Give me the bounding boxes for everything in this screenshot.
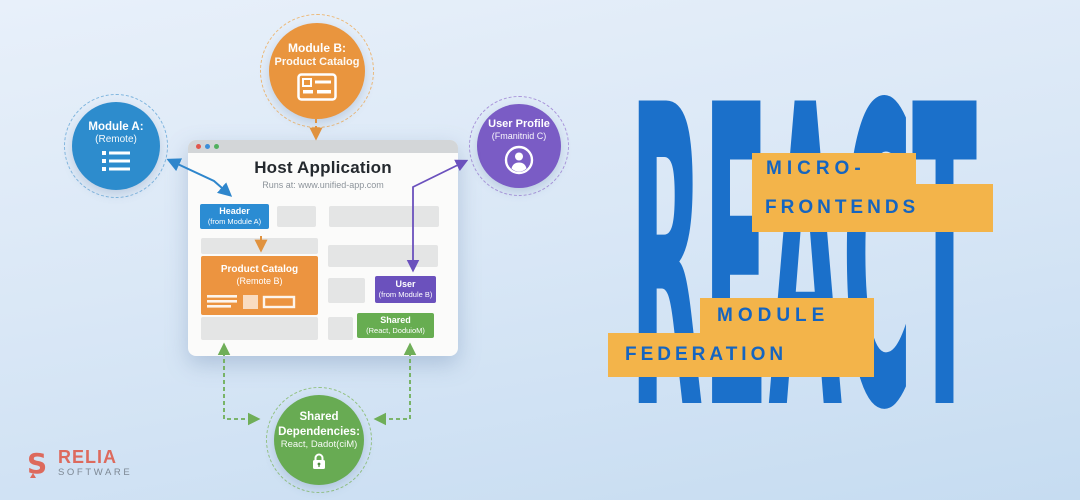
shared-deps-title-line2: Dependencies: [278,425,360,438]
arrow-shared-right [373,342,417,426]
relia-logo-mark: S [27,447,47,479]
user-profile-ring [469,96,569,196]
shared-dependencies-ring [266,387,372,493]
module-b-subtitle: Product Catalog [274,55,360,68]
placeholder-block [328,317,353,340]
host-application-window: Host Application Runs at: www.unified-ap… [188,140,458,356]
window-dot-green [214,144,219,149]
user-profile-title: User Profile [488,117,550,130]
module-a-ring [64,94,168,198]
banner-micro-label: MICRO- [766,157,866,179]
user-profile-node: User Profile (Fmanitnid C) [469,96,569,196]
module-a-node: Module A: (Remote) [64,94,168,198]
product-content-sketch-icon [207,294,296,309]
shared-box-line1: Shared [380,314,411,325]
module-b-title: Module B: [288,40,346,55]
banner-federation: FEDERATION [608,333,874,377]
product-catalog-box: Product Catalog (Remote B) [201,256,318,315]
user-box-line1: User [395,278,416,289]
module-a-title: Module A: [88,120,144,133]
header-box-line2: (from Module A) [207,217,262,227]
banner-frontends: FRONTENDS [752,184,993,232]
logo-tagline-text: SOFTWARE [58,467,133,479]
logo-brand-text: RELIA [58,447,117,468]
product-box-line2: (Remote B) [236,276,283,286]
user-module-box: User (from Module B) [375,276,436,303]
svg-text:S: S [27,447,47,479]
shared-module-box: Shared (React, DoduioM) [357,313,434,338]
module-b-ring [260,14,374,128]
banner-module-label: MODULE [717,304,830,326]
shared-box-line2: (React, DoduioM) [366,326,425,336]
relia-logo: S RELIA SOFTWARE [26,447,132,479]
module-b-node: Module B: Product Catalog [260,14,374,128]
banner-micro: MICRO- [752,153,916,184]
list-icon [102,151,130,172]
window-dot-red [196,144,201,149]
placeholder-block [201,317,318,340]
placeholder-block [201,238,318,254]
placeholder-block [277,206,316,227]
banner-module: MODULE [700,298,874,333]
banner-federation-label: FEDERATION [625,344,788,365]
shared-dependencies-node: Shared Dependencies: React, Dadot(ciM) [266,387,372,493]
arrow-shared-left [217,342,261,426]
shared-deps-title-line1: Shared [299,411,339,424]
shared-deps-subtitle: React, Dadot(ciM) [280,438,358,450]
window-dot-blue [205,144,210,149]
catalog-card-icon [297,73,337,102]
module-a-subtitle: (Remote) [95,133,137,145]
host-app-url: Runs at: www.unified-app.com [262,180,384,190]
host-app-title: Host Application [254,158,392,177]
header-module-box: Header (from Module A) [200,204,269,229]
placeholder-block [329,206,439,227]
user-box-line2: (from Module B) [378,290,433,300]
user-profile-subtitle: (Fmanitnid C) [491,131,547,142]
header-box-line1: Header [219,205,250,216]
product-box-line1: Product Catalog [220,264,299,275]
user-icon [504,145,534,174]
placeholder-block [328,278,365,303]
window-titlebar [188,140,458,153]
placeholder-block [328,245,438,267]
lock-icon [313,453,325,469]
banner-frontends-label: FRONTENDS [765,197,920,218]
